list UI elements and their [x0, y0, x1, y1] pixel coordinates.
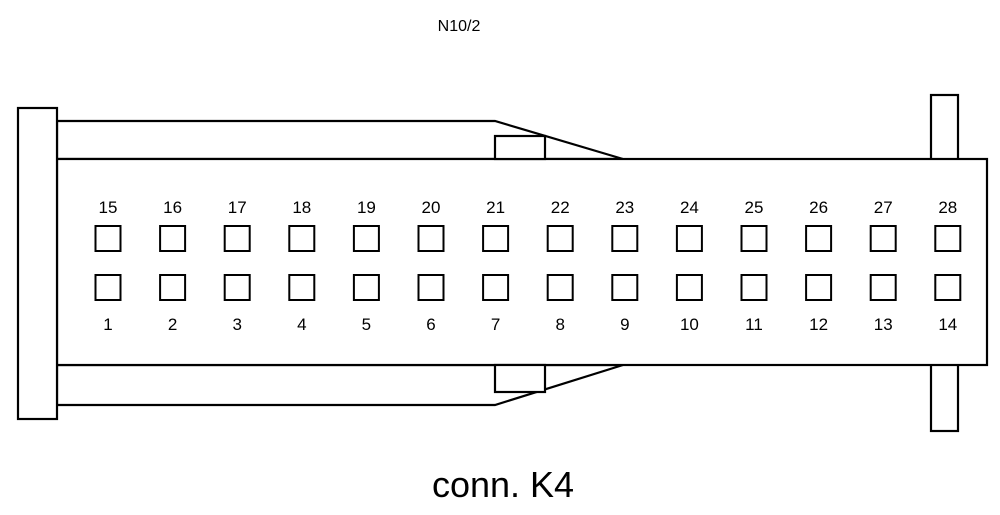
pin-cavity-26 — [805, 225, 833, 252]
pin-cavity-18 — [288, 225, 316, 252]
pin-number-13: 13 — [874, 315, 893, 334]
pin-number-27: 27 — [874, 198, 893, 217]
pin-cavity-8 — [546, 274, 574, 301]
pin-number-5: 5 — [362, 315, 371, 334]
pin-number-17: 17 — [228, 198, 247, 217]
pin-number-7: 7 — [491, 315, 500, 334]
pin-cavity-24 — [675, 225, 703, 252]
part-label: N10/2 — [438, 18, 481, 35]
pin-number-15: 15 — [99, 198, 118, 217]
pin-number-28: 28 — [938, 198, 957, 217]
pin-number-9: 9 — [620, 315, 629, 334]
pin-cavity-23 — [611, 225, 639, 252]
pin-cavity-6 — [417, 274, 445, 301]
pin-number-1: 1 — [103, 315, 112, 334]
pin-number-18: 18 — [292, 198, 311, 217]
pin-cavity-10 — [675, 274, 703, 301]
pin-cavity-9 — [611, 274, 639, 301]
upper-locking-tab — [493, 134, 547, 161]
pin-number-11: 11 — [745, 315, 763, 334]
pin-cavity-1 — [94, 274, 122, 301]
pin-number-4: 4 — [297, 315, 306, 334]
pin-number-12: 12 — [809, 315, 828, 334]
pin-number-2: 2 — [168, 315, 177, 334]
pin-number-22: 22 — [551, 198, 570, 217]
left-end-flange — [16, 106, 59, 421]
pin-number-26: 26 — [809, 198, 828, 217]
pin-cavity-2 — [159, 274, 187, 301]
pin-cavity-21 — [482, 225, 510, 252]
pin-number-16: 16 — [163, 198, 182, 217]
pin-cavity-28 — [934, 225, 962, 252]
pin-number-6: 6 — [426, 315, 435, 334]
pin-number-20: 20 — [422, 198, 441, 217]
pin-cavity-19 — [352, 225, 380, 252]
pin-cavity-11 — [740, 274, 768, 301]
top-pin-row: 15 16 17 18 19 20 21 22 23 24 25 26 27 28 — [94, 198, 962, 252]
pin-number-24: 24 — [680, 198, 699, 217]
pin-cavity-25 — [740, 225, 768, 252]
connector-label: conn. K4 — [432, 464, 574, 505]
pin-number-23: 23 — [615, 198, 634, 217]
lower-locking-tab — [493, 363, 547, 394]
pin-cavity-5 — [352, 274, 380, 301]
pin-number-19: 19 — [357, 198, 376, 217]
pin-cavity-4 — [288, 274, 316, 301]
pin-cavity-13 — [869, 274, 897, 301]
pin-cavity-15 — [94, 225, 122, 252]
pin-number-14: 14 — [938, 315, 957, 334]
pin-number-3: 3 — [232, 315, 241, 334]
pin-cavity-12 — [805, 274, 833, 301]
pin-number-10: 10 — [680, 315, 699, 334]
pin-cavity-22 — [546, 225, 574, 252]
pin-cavity-16 — [159, 225, 187, 252]
pin-number-21: 21 — [486, 198, 505, 217]
connector-body — [55, 157, 989, 367]
pin-cavity-14 — [934, 274, 962, 301]
pin-cavity-17 — [223, 225, 251, 252]
pin-cavity-27 — [869, 225, 897, 252]
pin-cavity-3 — [223, 274, 251, 301]
pin-cavity-20 — [417, 225, 445, 252]
pin-cavity-7 — [482, 274, 510, 301]
pin-number-25: 25 — [745, 198, 764, 217]
pin-number-8: 8 — [555, 315, 564, 334]
